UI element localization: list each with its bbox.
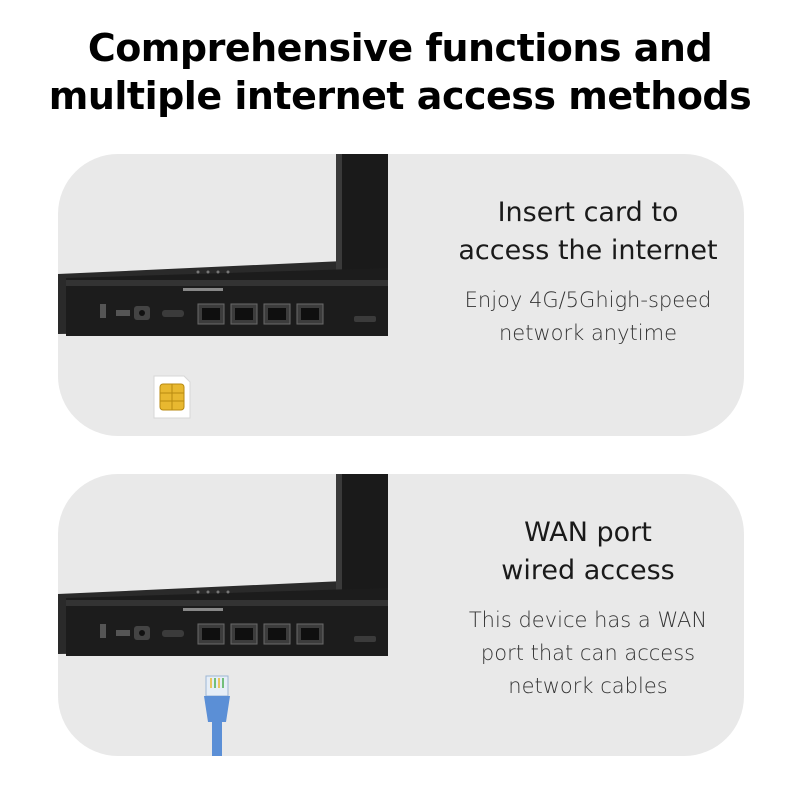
reset-button xyxy=(100,624,106,638)
sim-access-panel: Insert card to access the internet Enjoy… xyxy=(58,154,744,436)
sim-access-description: Enjoy 4G/5Ghigh-speed network anytime xyxy=(464,288,712,345)
wan-access-panel: WAN port wired access This device has a … xyxy=(58,474,744,756)
page-title: Comprehensive functions and multiple int… xyxy=(0,24,800,120)
usb-port xyxy=(162,310,184,317)
usb-port xyxy=(162,630,184,637)
wan-access-description: This device has a WAN port that can acce… xyxy=(468,608,708,698)
reset-button xyxy=(100,304,106,318)
wan-access-text: WAN port wired access This device has a … xyxy=(448,514,728,703)
router-body xyxy=(66,268,388,336)
ethernet-ports xyxy=(197,623,324,645)
router-body xyxy=(66,588,388,656)
sim-access-text: Insert card to access the internet Enjoy… xyxy=(448,194,728,350)
router-illustration xyxy=(58,154,388,419)
sim-access-heading: Insert card to access the internet xyxy=(458,197,718,266)
title-line-1: Comprehensive functions and xyxy=(87,26,713,70)
title-line-2: multiple internet access methods xyxy=(48,74,752,118)
ethernet-cable-icon xyxy=(204,675,230,756)
router-illustration xyxy=(58,474,388,756)
sim-card-icon xyxy=(153,375,191,419)
wan-access-heading: WAN port wired access xyxy=(501,517,675,586)
ethernet-ports xyxy=(197,303,324,325)
